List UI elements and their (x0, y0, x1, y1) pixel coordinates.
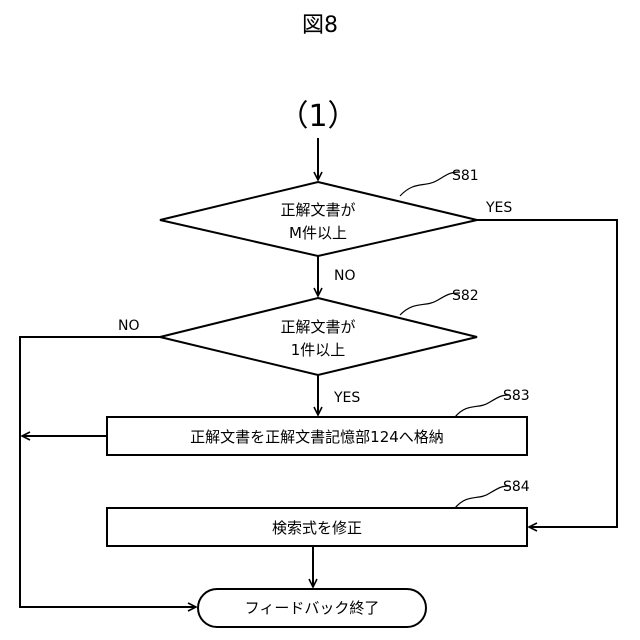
end-text: フィードバック終了 (245, 599, 380, 617)
s81-no-label: NO (334, 268, 356, 284)
s81-step-id: S81 (452, 168, 479, 184)
s84-step-id: S84 (503, 479, 530, 495)
s82-leader-line (400, 293, 460, 315)
decision-s81: 正解文書が M件以上 (160, 182, 477, 256)
connector-label: （1） (278, 99, 357, 134)
s84-text: 検索式を修正 (272, 519, 362, 537)
s83-step-id: S83 (503, 388, 530, 404)
s82-text-line1: 正解文書が (280, 318, 355, 336)
s82-no-line (20, 337, 196, 607)
s84-leader-line (455, 486, 510, 508)
s81-leader-line (400, 172, 460, 196)
s82-yes-label: YES (333, 390, 360, 406)
terminator-end: フィードバック終了 (198, 589, 426, 627)
decision-s82: 正解文書が 1件以上 (160, 298, 477, 375)
s83-leader-line (455, 395, 510, 417)
process-s83: 正解文書を正解文書記憶部124へ格納 (107, 417, 527, 455)
s82-no-label: NO (118, 318, 140, 334)
s81-yes-line (477, 220, 617, 527)
s81-text-line2: M件以上 (289, 224, 347, 242)
s82-text-line2: 1件以上 (291, 341, 346, 359)
process-s84: 検索式を修正 (107, 508, 527, 546)
s83-text: 正解文書を正解文書記憶部124へ格納 (190, 428, 444, 446)
s82-step-id: S82 (452, 288, 479, 304)
s81-text-line1: 正解文書が (280, 201, 355, 219)
figure-title: 図8 (302, 13, 338, 38)
s81-yes-label: YES (485, 200, 512, 216)
